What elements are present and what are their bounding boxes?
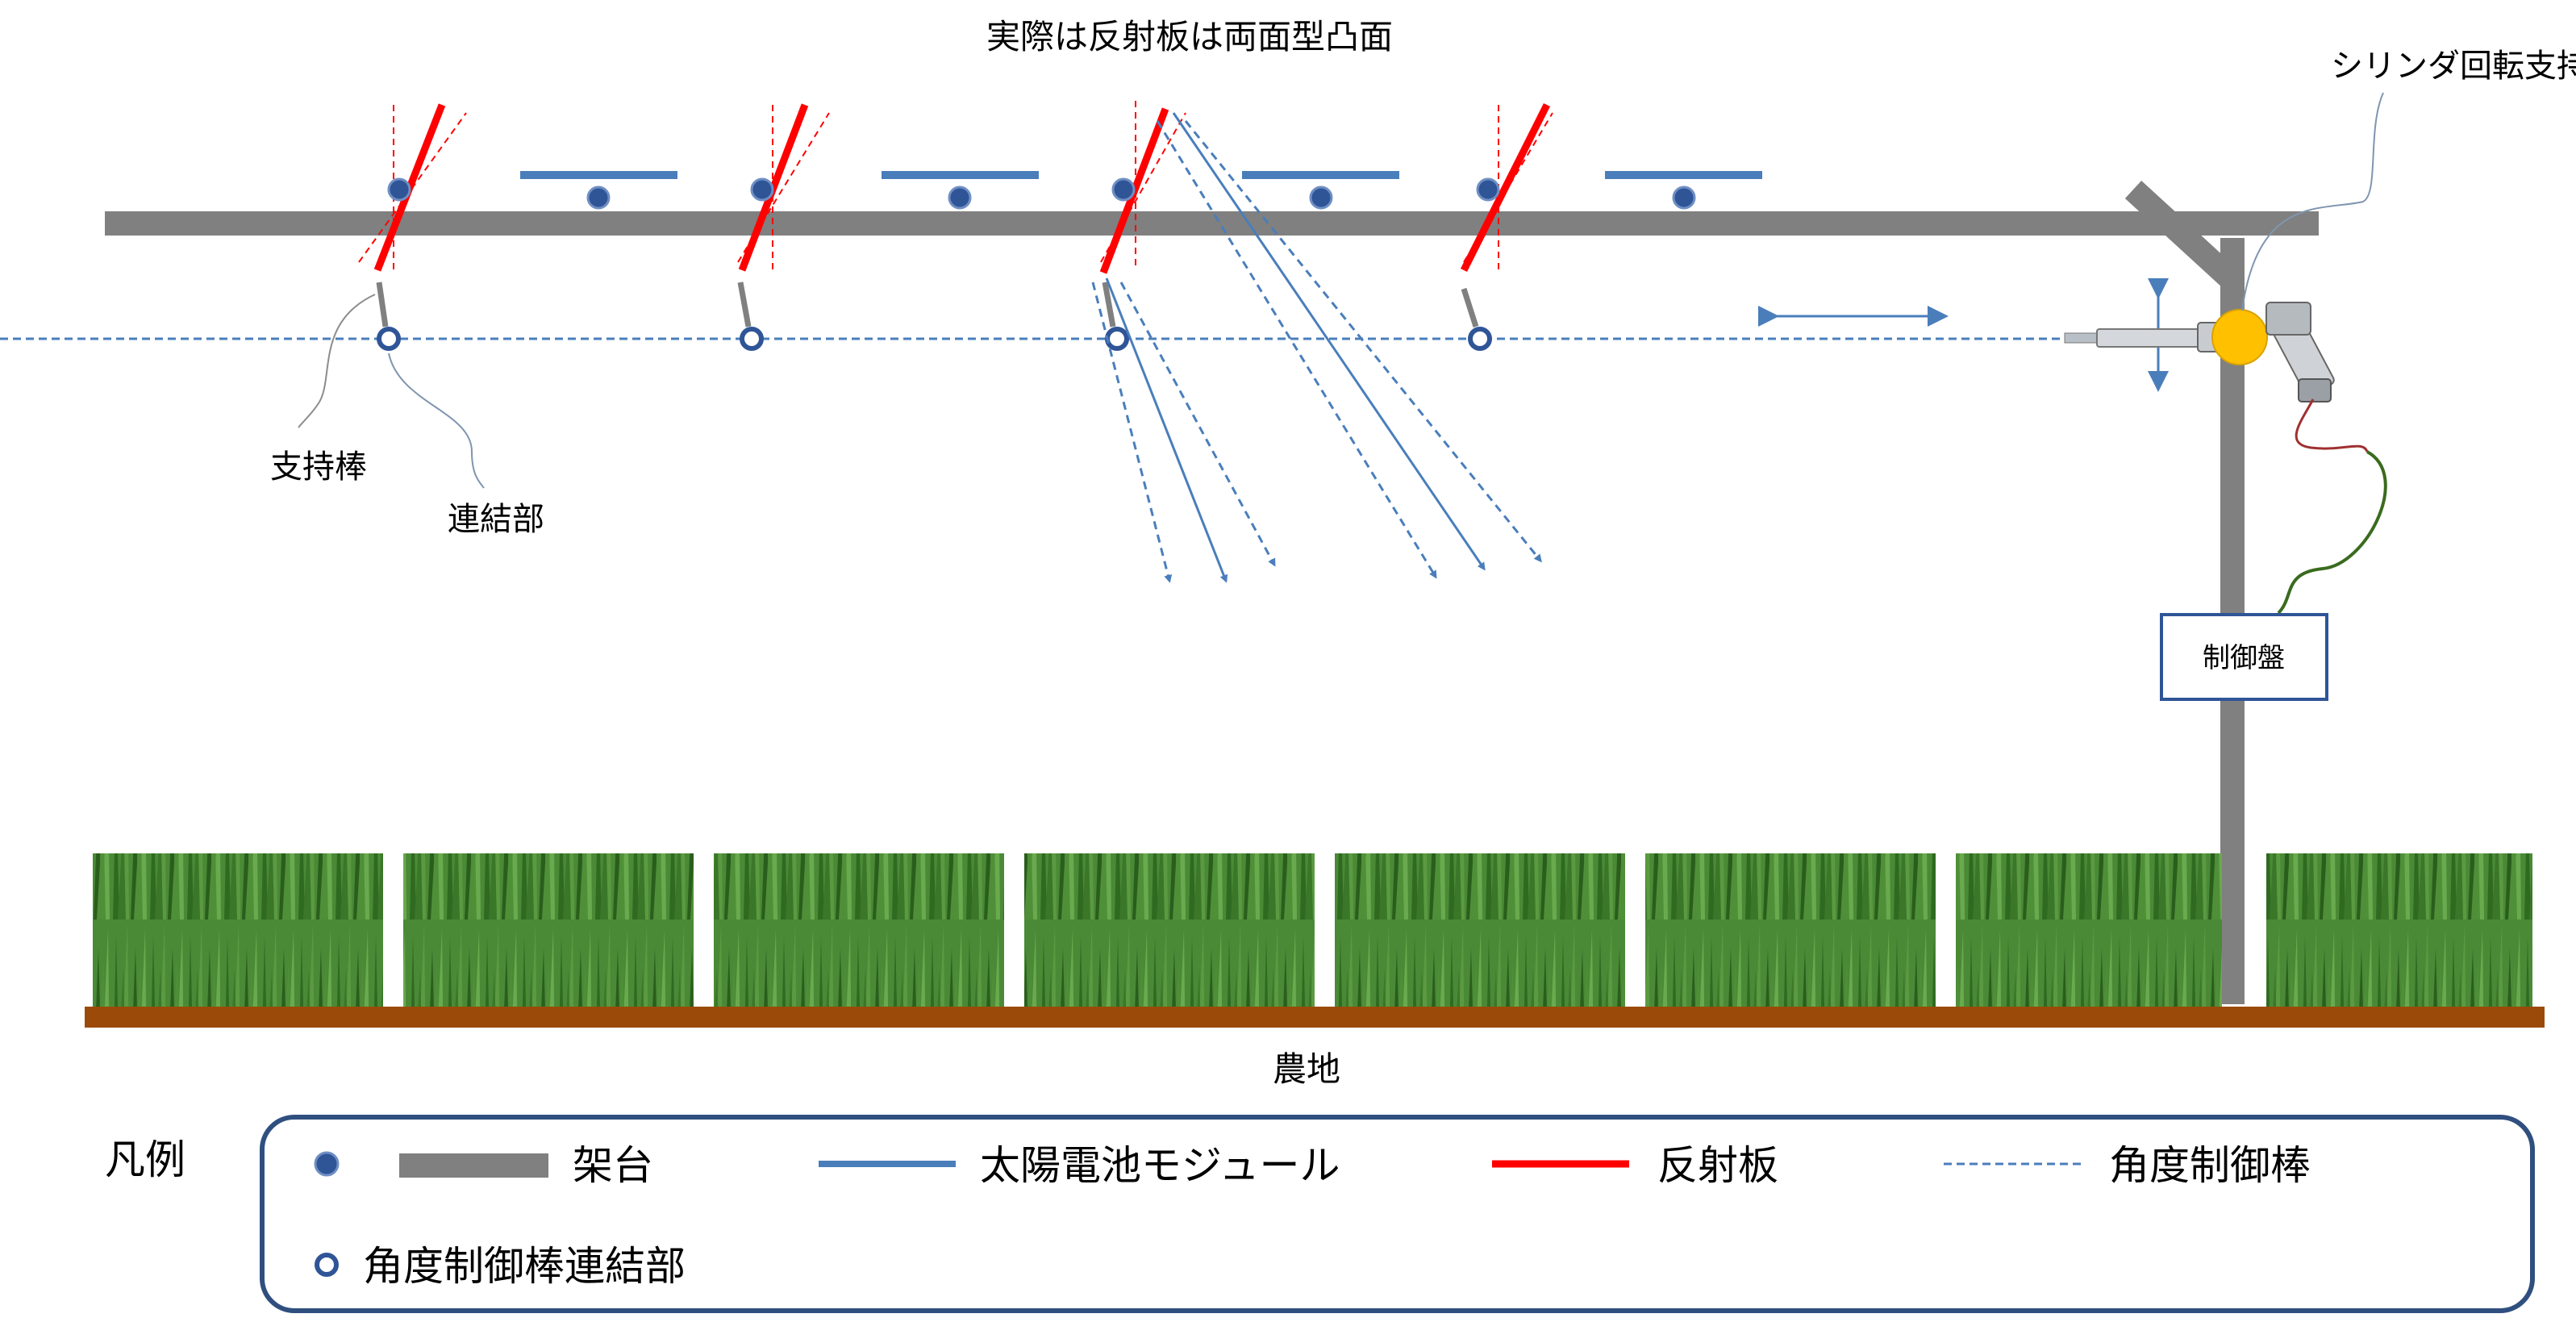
reflector [1460,102,1551,273]
reflector-unit [737,103,830,351]
legend-title: 凡例 [105,1136,185,1183]
grass-icon [1024,853,1315,1007]
light-rays [1091,112,1542,583]
joint-ring-icon [1105,327,1129,351]
grass-icon [403,853,694,1007]
leader-line [2241,92,2384,311]
pivot-dot-icon [314,1151,340,1177]
support-rod [376,281,389,327]
solar-module [882,171,1039,179]
reflector-unit [1460,102,1553,351]
pivot-dot-icon [1111,177,1136,202]
legend-frame-label: 架台 [573,1142,653,1189]
pivot-dot-icon [1476,177,1500,202]
legend-frame-swatch [399,1153,548,1178]
grass-icon [1956,853,2222,1007]
frame-beam [105,211,2319,236]
control-panel [2160,613,2328,701]
frame-brace [2124,180,2239,288]
joint-ring-icon [315,1253,339,1277]
support-rod [737,281,752,327]
farmland-label: 農地 [1273,1049,1340,1089]
solar-modules [520,171,1762,210]
joint-ring-icon [740,327,764,351]
grass-icon [714,853,1004,1007]
crop-rows [93,853,2532,1007]
solar-module [1605,171,1762,179]
grass-icon [1645,853,1936,1007]
legend-rod-label: 角度制御棒 [2109,1142,2311,1189]
pivot-dot-icon [948,186,972,210]
cylinder-pivot-label: シリンダ回転支持部 [2331,48,2576,85]
connection-label: 連結部 [448,501,544,538]
reflector-unit [358,103,467,351]
pivot-dot-icon [586,186,611,210]
support-rod [1102,281,1116,327]
leader-line [298,294,376,428]
ground [85,1007,2545,1028]
joint-ring-icon [377,327,401,351]
grass-icon [2266,853,2532,1007]
grass-icon [1335,853,1625,1007]
leader-line [388,352,485,489]
pivot-dot-icon [1672,186,1696,210]
pivot-dot-icon [750,177,774,202]
legend-joint-label: 角度制御棒連結部 [363,1243,686,1290]
solar-module [1242,171,1399,179]
joint-ring-icon [1468,327,1492,351]
legend-reflector-label: 反射板 [1657,1142,1778,1189]
legend-module-label: 太陽電池モジュール [980,1142,1340,1189]
support-rod-label: 支持棒 [270,448,367,486]
pivot-dot-icon [387,177,411,202]
control-panel-label: 制御盤 [2203,642,2285,674]
cylinder-pivot [2211,309,2268,365]
support-rod [1461,287,1479,328]
diagram-title: 実際は反射板は両面型凸面 [986,17,1393,56]
grass-icon [93,853,383,1007]
actuator-icon [2064,302,2369,452]
solar-module [520,171,677,179]
reflector-unit [1091,101,1542,583]
cable [2277,450,2387,615]
pivot-dot-icon [1309,186,1333,210]
